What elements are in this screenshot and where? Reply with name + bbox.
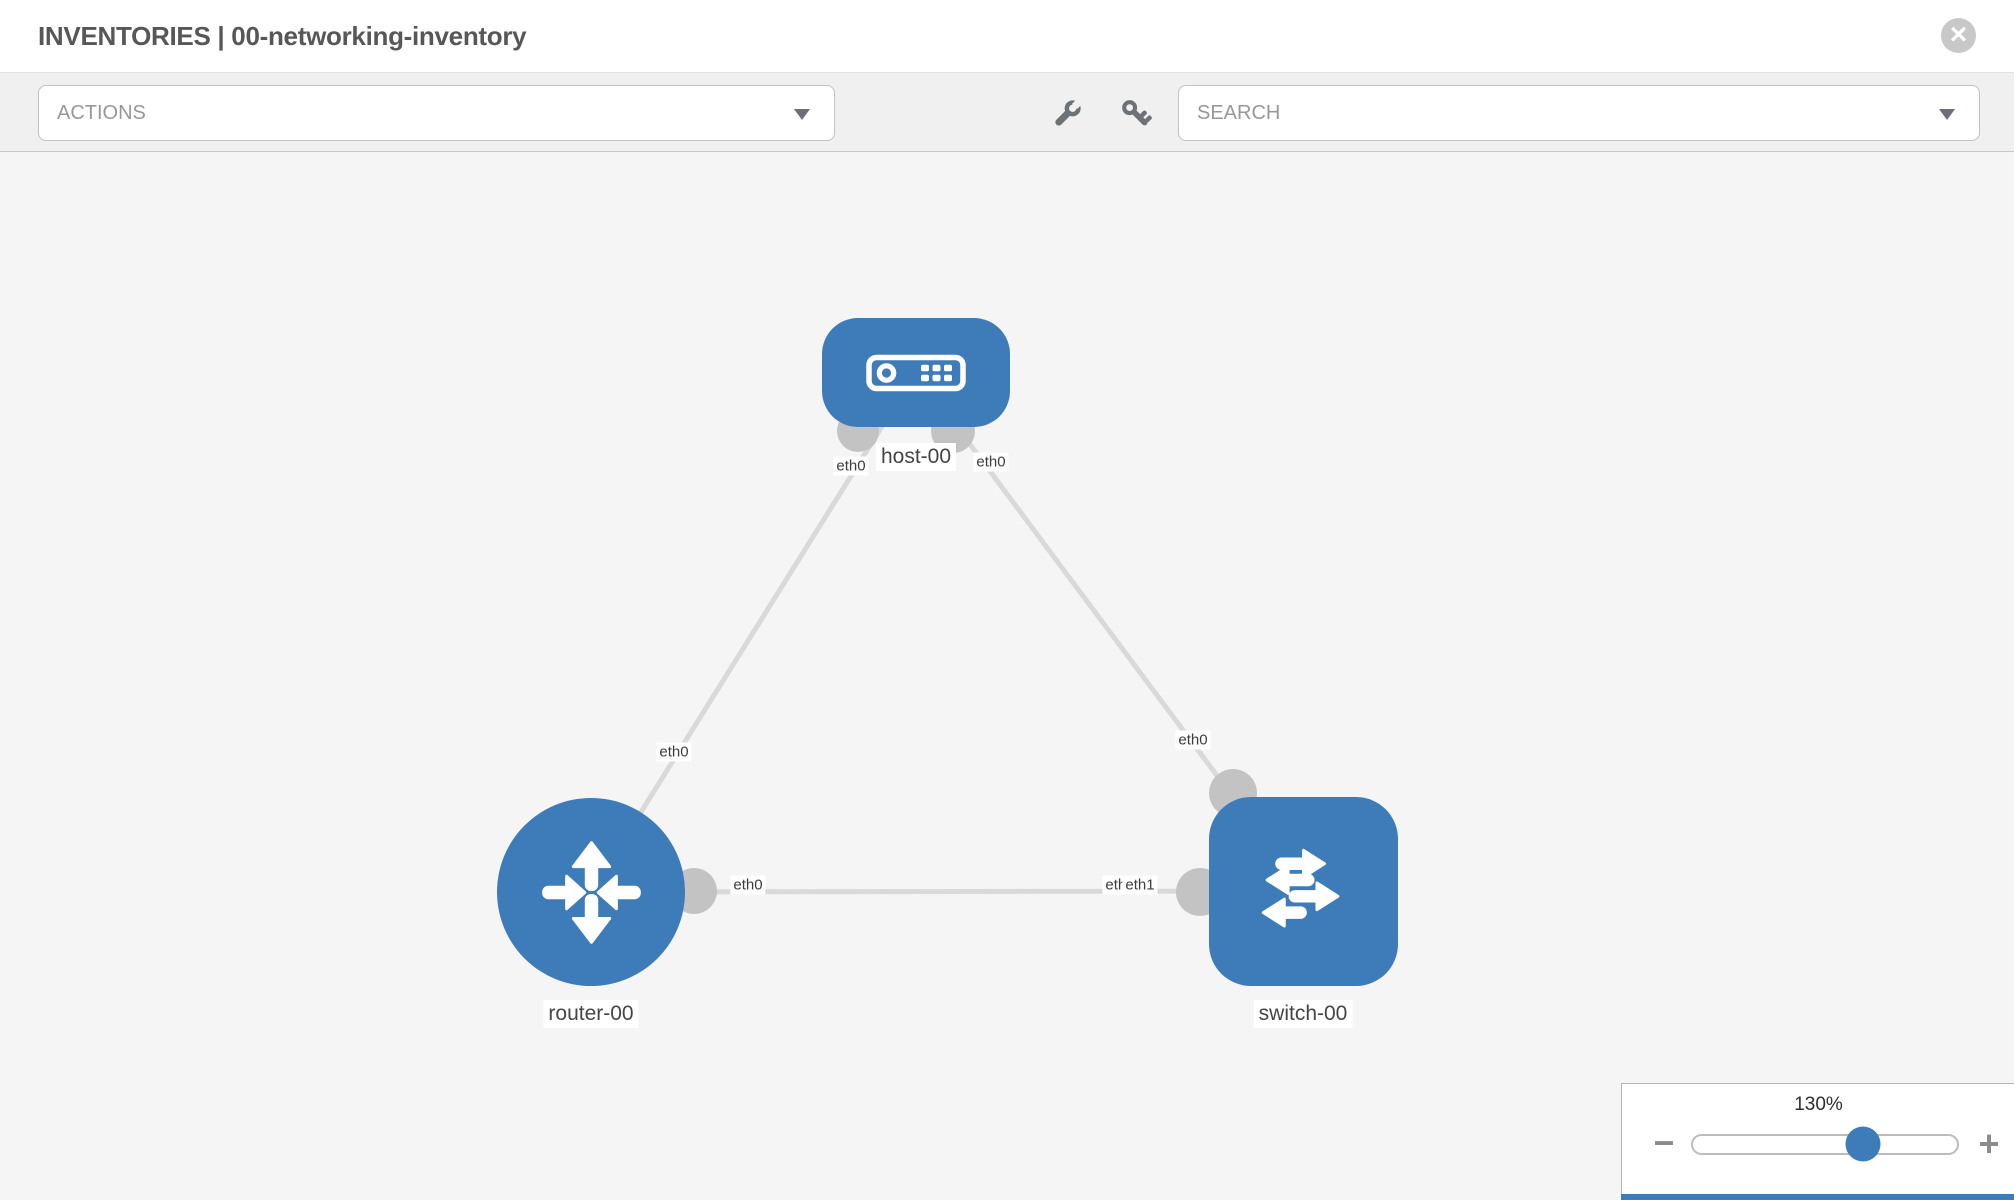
node-label-switch: switch-00 <box>1253 1000 1353 1028</box>
topology-canvas[interactable]: eth0 eth0 eth0 eth0 eth0 eth0 eth1 host-… <box>0 152 2014 1200</box>
zoom-slider[interactable] <box>1691 1134 1959 1155</box>
zoom-out-button[interactable]: − <box>1653 1122 1675 1163</box>
zoom-in-button[interactable]: + <box>1978 1123 2000 1164</box>
router-icon <box>541 840 641 944</box>
wrench-icon[interactable] <box>1048 95 1086 133</box>
switch-icon <box>1261 848 1340 928</box>
node-host-00[interactable] <box>822 318 1010 427</box>
search-placeholder: SEARCH <box>1197 102 1281 124</box>
zoom-level-value: 130% <box>1794 1094 1843 1115</box>
interface-label: eth0 <box>656 742 692 762</box>
bottom-panel-edge <box>1621 1194 2014 1200</box>
close-icon: × <box>1949 18 1968 51</box>
node-switch-00[interactable] <box>1209 797 1398 986</box>
interface-label: eth0 <box>833 456 869 476</box>
chevron-down-icon <box>1939 109 1955 120</box>
actions-dropdown[interactable]: ACTIONS <box>38 85 835 141</box>
host-icon <box>866 354 966 391</box>
interface-label: eth0 <box>1175 730 1211 750</box>
page-title: INVENTORIES | 00-networking-inventory <box>38 21 527 51</box>
node-label-host: host-00 <box>875 443 957 471</box>
close-button[interactable]: × <box>1941 18 1976 53</box>
node-router-00[interactable] <box>497 798 685 986</box>
topology-links <box>588 370 1306 916</box>
header: INVENTORIES | 00-networking-inventory × <box>0 0 2014 73</box>
search-dropdown[interactable]: SEARCH <box>1178 85 1980 141</box>
toolbar: ACTIONS SEARCH <box>0 73 2014 152</box>
zoom-panel: 130% − + <box>1621 1083 2014 1200</box>
interface-label: eth0 <box>730 875 766 895</box>
key-icon[interactable] <box>1117 95 1155 133</box>
node-label-router: router-00 <box>543 1000 639 1028</box>
chevron-down-icon <box>794 109 810 120</box>
interface-label: eth1 <box>1122 875 1158 895</box>
interface-label: eth0 <box>973 452 1009 472</box>
zoom-slider-handle[interactable] <box>1845 1126 1881 1162</box>
actions-dropdown-label: ACTIONS <box>57 102 146 124</box>
